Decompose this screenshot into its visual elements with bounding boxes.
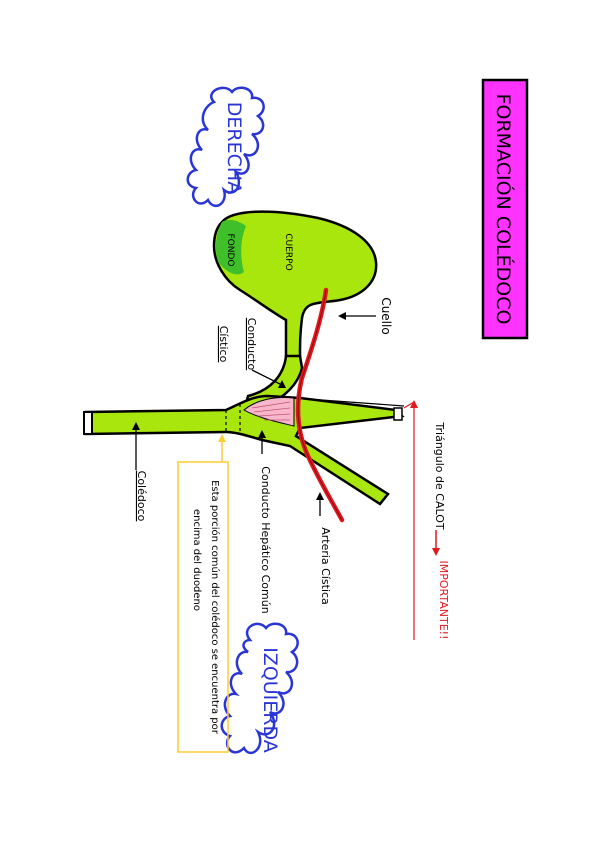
fundus-label: FONDO bbox=[225, 233, 235, 266]
duodenum-note: Esta porción común del colédoco se encue… bbox=[177, 434, 229, 753]
important-label: IMPORTANTE!! bbox=[437, 561, 450, 640]
title-text: FORMACIÓN COLÉDOCO bbox=[492, 94, 516, 325]
calot-triangle-label: Triángulo de CALOT bbox=[433, 421, 446, 529]
calot-callout: Triángulo de CALOT IMPORTANTE!! bbox=[403, 400, 450, 640]
left-orientation-cloud: IZQUIERDA bbox=[220, 622, 299, 755]
cystic-duct-label-2: Cístico bbox=[217, 326, 230, 363]
cystic-artery-label: Arteria Cística bbox=[319, 527, 332, 605]
calot-triangle bbox=[243, 397, 405, 427]
left-cloud-label: IZQUIERDA bbox=[259, 647, 281, 753]
cystic-artery-pointer: Arteria Cística bbox=[316, 492, 332, 605]
neck-pointer: Cuello bbox=[338, 297, 393, 335]
common-bile-duct-pointer: Colédoco bbox=[132, 422, 148, 522]
body-label: CUERPO bbox=[283, 233, 293, 270]
neck-label: Cuello bbox=[379, 297, 393, 334]
note-line-1: Esta porción común del colédoco se encue… bbox=[209, 480, 221, 735]
right-cloud-label: DERECHA bbox=[223, 102, 245, 194]
common-hepatic-duct-label: Conducto Hepático Común bbox=[259, 466, 272, 613]
note-line-2: encima del duodeno bbox=[191, 509, 202, 611]
cystic-artery bbox=[295, 287, 345, 523]
common-bile-duct bbox=[83, 394, 405, 506]
cystic-duct-label-1: Conducto bbox=[245, 318, 258, 371]
cystic-duct-pointer: Conducto Cístico bbox=[217, 318, 286, 388]
common-bile-duct-label: Colédoco bbox=[135, 471, 148, 522]
gallbladder: FONDO CUERPO bbox=[212, 210, 378, 362]
right-orientation-cloud: DERECHA bbox=[186, 86, 265, 208]
title-box: FORMACIÓN COLÉDOCO bbox=[481, 78, 529, 340]
common-hepatic-duct-pointer: Conducto Hepático Común bbox=[258, 430, 272, 614]
